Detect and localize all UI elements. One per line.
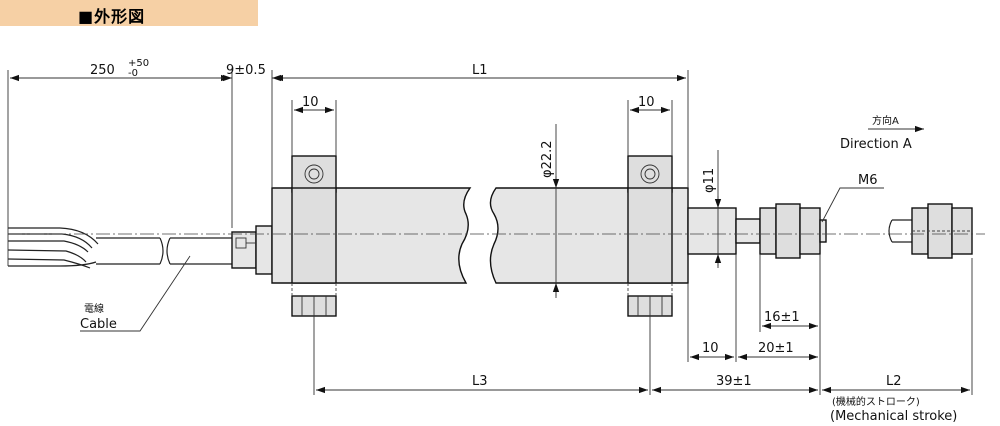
label-cable-en: Cable: [80, 317, 117, 332]
dim-20: 20±1: [758, 341, 794, 356]
dim-thread: M6: [858, 173, 878, 188]
label-direction-en: Direction A: [840, 137, 912, 152]
leader-m6: [821, 187, 884, 223]
section-title: ■外形図: [78, 7, 146, 26]
dim-10: 10: [702, 341, 719, 356]
dim-gap: 9±0.5: [226, 63, 266, 78]
section-header-tab: ■外形図: [0, 0, 258, 26]
dim-clamp-left: 10: [302, 95, 319, 110]
extension-lines: [7, 70, 973, 395]
dim-L3: L3: [472, 374, 488, 389]
label-stroke-jp: (機械的ストローク): [832, 395, 920, 408]
dim-body-diameter: φ22.2: [540, 140, 555, 178]
dim-L1: L1: [472, 63, 488, 78]
dim-cable-tol-upper: +50: [128, 58, 149, 69]
leader-cable: [80, 255, 191, 332]
clamp-right: [627, 155, 673, 317]
label-direction-jp: 方向A: [872, 114, 899, 127]
cable-boot: [231, 225, 273, 275]
dim-39: 39±1: [716, 374, 752, 389]
dim-cable-length: 250: [90, 63, 115, 78]
dim-clamp-right: 10: [638, 95, 655, 110]
dim-L2: L2: [886, 374, 902, 389]
label-stroke-en: (Mechanical stroke): [830, 409, 957, 424]
rod-end-extended: [888, 203, 973, 259]
label-cable-jp: 電線: [84, 302, 104, 315]
dim-rod-diameter: φ11: [702, 168, 717, 193]
dim-cable-tol-lower: -0: [128, 68, 138, 79]
rod-assembly: [687, 203, 827, 259]
dim-16: 16±1: [764, 310, 800, 325]
clamp-left: [291, 155, 337, 317]
cable: [7, 227, 232, 269]
